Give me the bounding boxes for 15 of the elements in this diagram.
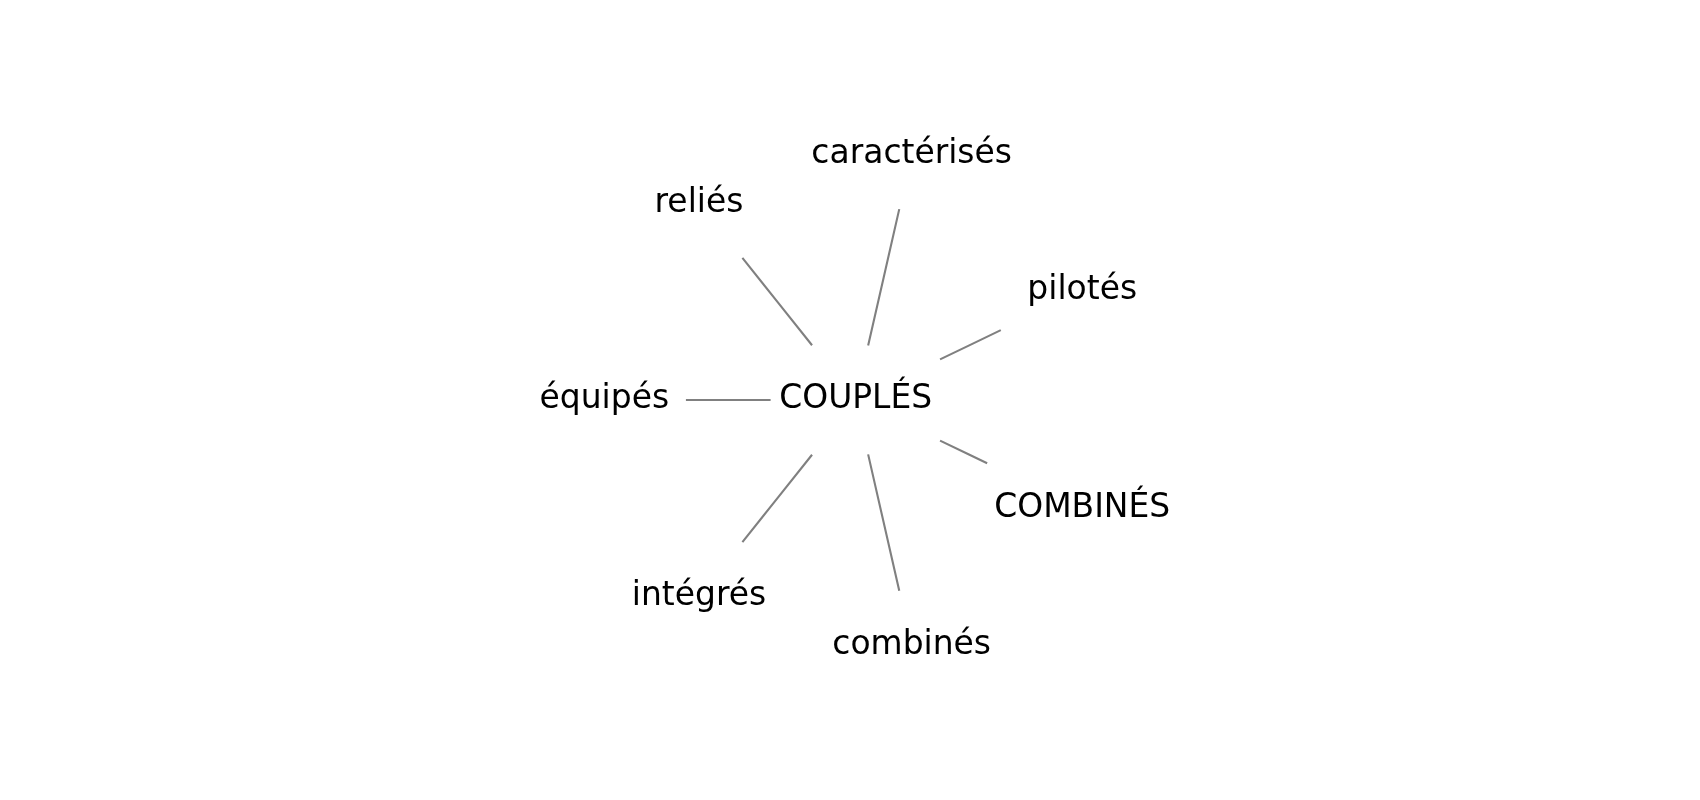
node-text: reliés	[654, 180, 744, 220]
connector	[741, 454, 813, 543]
connector	[867, 454, 901, 592]
connector	[741, 257, 813, 346]
node-text: caractérisés	[811, 132, 1012, 172]
node-text: intégrés	[631, 573, 767, 613]
connector	[685, 398, 771, 402]
node-text: pilotés	[1027, 268, 1138, 308]
connector	[939, 439, 988, 465]
connector	[939, 329, 1002, 361]
node-text: combinés	[832, 622, 992, 662]
node-text: équipés	[539, 377, 670, 417]
node-text: COMBINÉS	[994, 486, 1171, 526]
connector	[867, 208, 901, 346]
node-text: COUPLÉS	[779, 377, 933, 417]
